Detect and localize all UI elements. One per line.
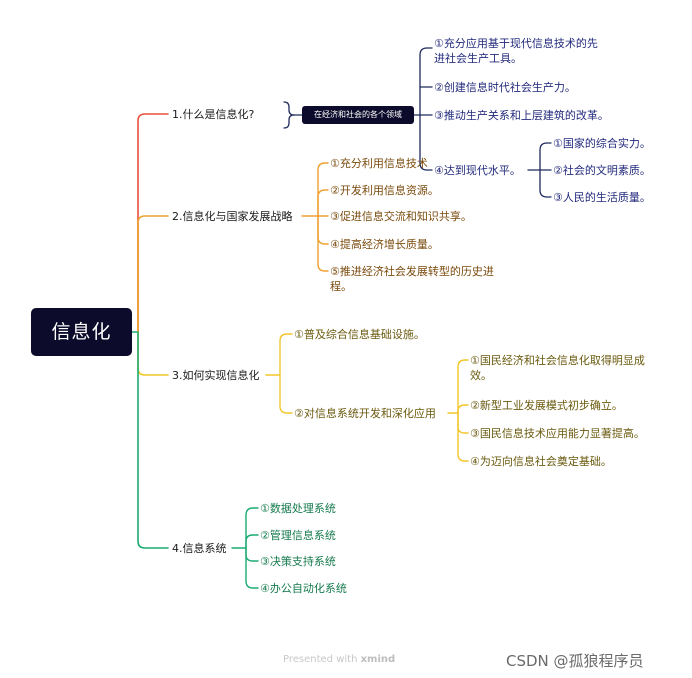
branch3-item-1[interactable]: ①普及综合信息基础设施。	[294, 328, 425, 341]
branch3-sub-4[interactable]: ④为迈向信息社会奠定基础。	[470, 455, 612, 468]
branch3-topic[interactable]: 3.如何实现信息化	[172, 369, 260, 382]
branch4-item-2[interactable]: ②管理信息系统	[260, 529, 336, 542]
branch1-item-1[interactable]: ①充分应用基于现代信息技术的先进社会生产工具。	[434, 37, 598, 65]
branch3-connectors	[265, 333, 469, 462]
branch2-item-3[interactable]: ③促进信息交流和知识共享。	[330, 210, 472, 223]
branch1-item-2[interactable]: ②创建信息时代社会生产力。	[434, 81, 576, 94]
branch2-item-1[interactable]: ①充分利用信息技术	[330, 157, 428, 170]
presented-with-footer: Presented with xmind	[283, 654, 395, 665]
branch3-sub-1[interactable]: ①国民经济和社会信息化取得明显成效。	[470, 354, 645, 382]
branch1-connectors	[283, 47, 552, 198]
branch4-item-3[interactable]: ③决策支持系统	[260, 555, 336, 568]
branch2-item-4[interactable]: ④提高经济增长质量。	[330, 238, 439, 251]
branch2-item-2[interactable]: ②开发利用信息资源。	[330, 184, 439, 197]
branch4-connectors	[231, 507, 259, 589]
branch1-topic[interactable]: 1.什么是信息化?	[172, 108, 255, 121]
footer-prefix: Presented with	[283, 654, 358, 665]
branch4-item-4[interactable]: ④办公自动化系统	[260, 582, 347, 595]
summary-tag[interactable]: 在经济和社会的各个领域	[302, 106, 414, 124]
branch3-sub-3[interactable]: ③国民信息技术应用能力显著提高。	[470, 427, 645, 440]
branch3-sub-2[interactable]: ②新型工业发展模式初步确立。	[470, 399, 623, 412]
branch1-item-4[interactable]: ④达到现代水平。	[434, 164, 521, 177]
branch3-item-2[interactable]: ②对信息系统开发和深化应用	[294, 407, 436, 420]
branch4-topic[interactable]: 4.信息系统	[172, 542, 227, 555]
branch1-item-3[interactable]: ③推动生产关系和上层建筑的改革。	[434, 109, 609, 122]
csdn-watermark: CSDN @孤狼程序员	[506, 652, 644, 670]
branch1-sub-1[interactable]: ①国家的综合实力。	[553, 137, 651, 150]
xmind-brand: xmind	[360, 654, 396, 665]
branch4-item-1[interactable]: ①数据处理系统	[260, 502, 336, 515]
root-topic[interactable]: 信息化	[31, 308, 132, 356]
branch1-sub-2[interactable]: ②社会的文明素质。	[553, 164, 651, 177]
branch1-sub-3[interactable]: ③人民的生活质量。	[553, 191, 651, 204]
branch2-connectors	[301, 162, 329, 272]
trunk-connectors	[131, 113, 169, 549]
branch2-topic[interactable]: 2.信息化与国家发展战略	[172, 210, 293, 223]
branch2-item-5[interactable]: ⑤推进经济社会发展转型的历史进程。	[330, 265, 494, 293]
